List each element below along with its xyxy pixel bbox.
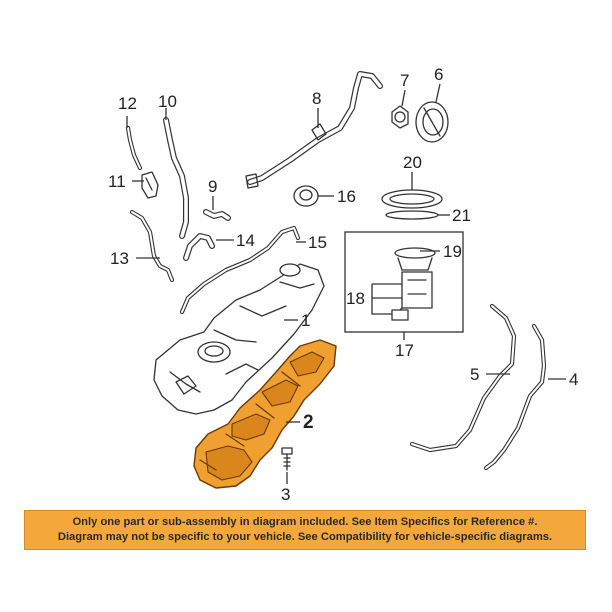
callout-9: 9 (208, 177, 217, 196)
callout-12: 12 (118, 94, 137, 113)
part-7-cap (391, 105, 409, 129)
callout-7: 7 (400, 71, 409, 90)
callout-10: 10 (158, 92, 177, 111)
part-8-filler-tube (245, 71, 383, 189)
callout-13: 13 (110, 249, 129, 268)
part-3-bolt (281, 447, 293, 471)
disclaimer-banner: Only one part or sub-assembly in diagram… (24, 510, 586, 550)
part-13-tube (129, 209, 175, 283)
callout-19: 19 (443, 242, 462, 261)
part-6-filler-ring (415, 101, 449, 143)
callout-14: 14 (236, 231, 255, 250)
callout-8: 8 (312, 89, 321, 108)
callout-16: 16 (337, 187, 356, 206)
part-20-lock-ring (381, 189, 443, 209)
callout-20: 20 (403, 153, 422, 172)
callout-labels: 12 10 11 9 13 14 15 8 7 6 16 20 21 19 18… (108, 65, 578, 504)
part-4-line (483, 323, 547, 471)
part-1-fuel-tank (153, 263, 325, 415)
callout-4: 4 (569, 370, 578, 389)
part-12-rod (125, 125, 143, 171)
part-2-tank-shield (193, 339, 337, 489)
part-16-valve (293, 185, 319, 207)
part-9-hose (203, 209, 231, 221)
callout-11: 11 (108, 172, 126, 191)
callout-5: 5 (470, 365, 479, 384)
leader-lines (126, 83, 566, 484)
disclaimer-line-1: Only one part or sub-assembly in diagram… (72, 516, 538, 528)
disclaimer-line-2: Diagram may not be specific to your vehi… (57, 531, 553, 543)
callout-17: 17 (395, 341, 414, 360)
callout-15: 15 (308, 233, 327, 252)
callout-1: 1 (301, 311, 310, 330)
part-5-line (409, 303, 517, 453)
part-15-line (179, 225, 301, 315)
callout-2: 2 (303, 412, 314, 433)
part-21-seal (385, 210, 439, 220)
callout-3: 3 (281, 485, 290, 504)
part-17-pump-module-box (344, 231, 464, 333)
part-11-clip (141, 171, 159, 199)
callout-6: 6 (434, 65, 443, 84)
part-14-hose (183, 233, 215, 261)
callout-21: 21 (452, 206, 471, 225)
callout-18: 18 (346, 289, 365, 308)
part-10-hose (163, 117, 189, 239)
